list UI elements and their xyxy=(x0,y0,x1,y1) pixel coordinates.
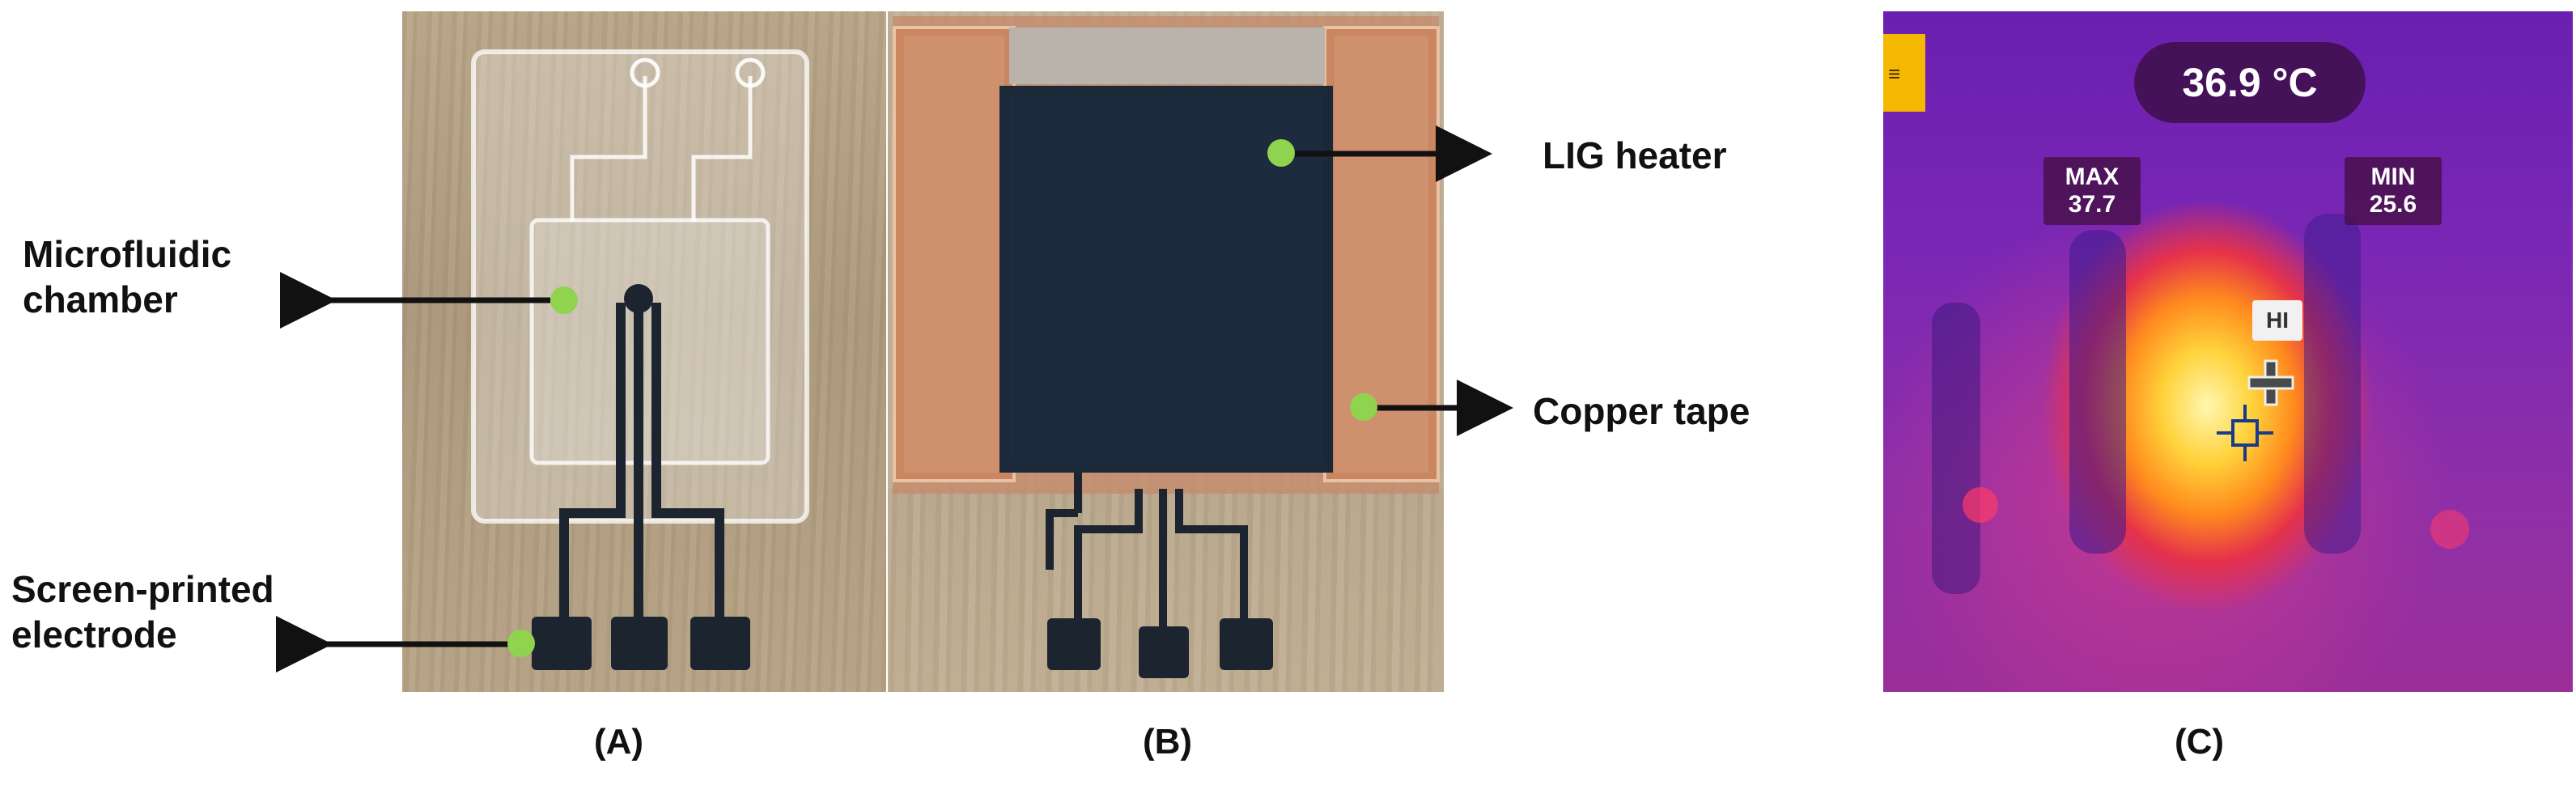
working-electrode xyxy=(624,284,653,313)
max-value: 37.7 xyxy=(2068,191,2116,218)
thermal-crosshairs xyxy=(2217,359,2294,461)
min-readout: MIN 25.6 xyxy=(2345,157,2442,225)
thermal-shapes xyxy=(1932,214,2469,594)
label-screen-printed-electrode: Screen-printed electrode xyxy=(11,568,274,656)
hi-marker-label: HI xyxy=(2252,300,2302,341)
label-copper-tape: Copper tape xyxy=(1533,390,1751,432)
hotspot-cross-icon xyxy=(2247,359,2294,406)
min-label: MIN xyxy=(2370,163,2416,190)
thermal-image-panel: ≡ 36.9 °C MAX 37.7 MIN 25.6 HI xyxy=(1883,11,2573,692)
electrode-pad xyxy=(690,617,750,670)
panel-label-c: (C) xyxy=(2175,722,2225,762)
marker-lig-heater xyxy=(1267,139,1295,167)
electrode-pad xyxy=(611,617,668,670)
electrode-pad xyxy=(1047,618,1101,670)
panel-label-a: (A) xyxy=(594,722,644,762)
center-crosshair-icon xyxy=(2217,405,2273,461)
marker-screen-printed-electrode xyxy=(507,630,535,657)
outlet-port xyxy=(735,57,766,88)
temperature-readout: 36.9 °C xyxy=(2134,42,2366,123)
min-value: 25.6 xyxy=(2369,191,2417,218)
photo-panel-a xyxy=(402,11,886,692)
marker-microfluidic-chamber xyxy=(550,286,578,314)
photo-panel-b xyxy=(888,11,1444,692)
chamber-outline xyxy=(529,218,770,465)
electrode-pad xyxy=(532,617,592,670)
menu-icon: ≡ xyxy=(1888,62,1901,86)
inlet-port xyxy=(630,57,660,88)
electrode-trace xyxy=(559,303,626,626)
marker-copper-tape xyxy=(1350,393,1377,421)
top-strip xyxy=(1009,28,1325,84)
electrode-pad xyxy=(1139,626,1189,678)
label-microfluidic-chamber: Microfluidic chamber xyxy=(23,233,232,320)
max-label: MAX xyxy=(2065,163,2120,190)
menu-badge[interactable]: ≡ xyxy=(1883,34,1925,112)
inlet-channel xyxy=(570,76,647,222)
outlet-channel xyxy=(691,76,753,222)
label-lig-heater: LIG heater xyxy=(1543,134,1727,176)
lig-heater-drawing xyxy=(888,11,1444,678)
max-readout: MAX 37.7 xyxy=(2043,157,2141,225)
microfluidic-device-drawing xyxy=(471,49,809,670)
electrode-pad xyxy=(1220,618,1273,670)
electrode-trace xyxy=(651,303,724,626)
panel-label-b: (B) xyxy=(1143,722,1193,762)
